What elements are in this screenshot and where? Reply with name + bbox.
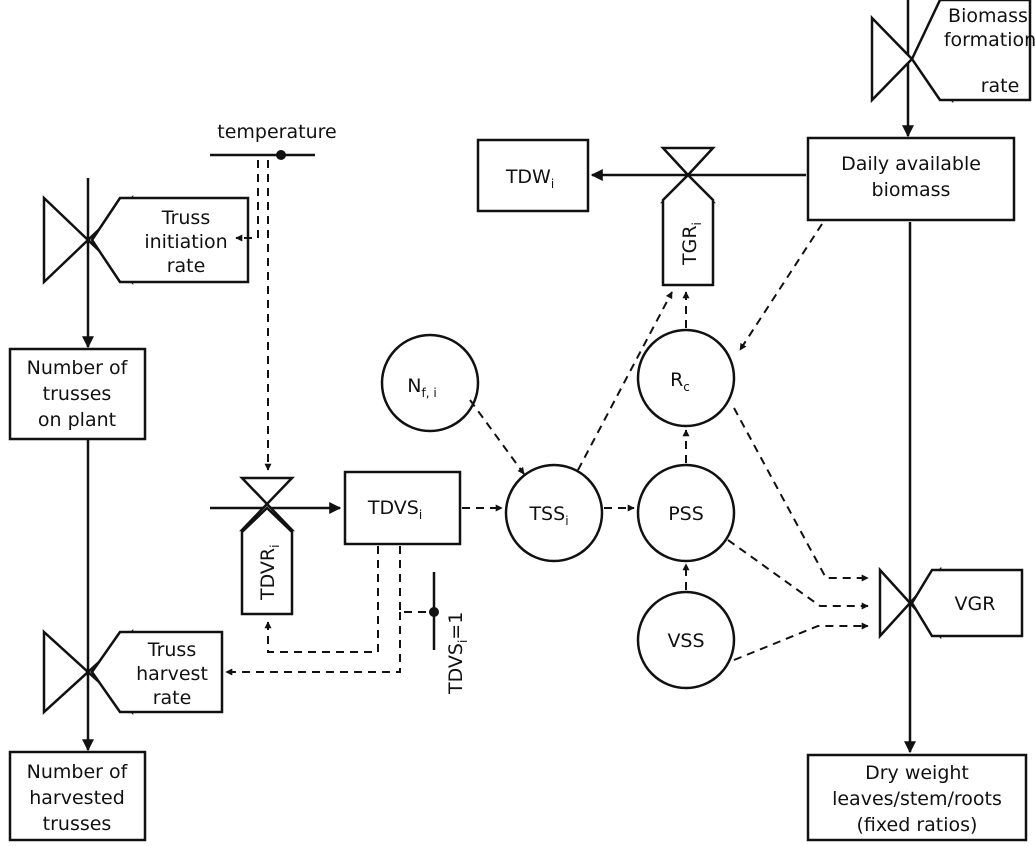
tdvs-text: TDVS [367, 497, 419, 519]
harvested-1: Number of [27, 761, 129, 783]
tss-circle: TSSi [504, 463, 604, 563]
truss-initiation-rate-valve: Truss initiation rate [42, 195, 250, 285]
temperature-label: temperature [217, 121, 336, 143]
trusses-on-plant-1: Number of [27, 357, 129, 379]
biomass-rate-2: formation [944, 29, 1035, 51]
tdw-text: TDW [505, 166, 551, 188]
tdvr-valve: TDVRi [239, 476, 295, 616]
tdvr-sub: i [268, 545, 282, 548]
truss-initiation-label-3: rate [167, 255, 206, 277]
vss-label: VSS [667, 630, 704, 652]
tdvs-to-harvest-dash [225, 612, 401, 676]
pss-to-vgr-dash [727, 539, 869, 610]
daily-available-biomass-box: Daily available biomass [806, 136, 1016, 222]
tdvs-cond-sub: i [456, 640, 470, 643]
tdvr-label: TDVRi [257, 545, 282, 601]
tss-sub: i [565, 514, 568, 528]
dry-weight-3: (fixed ratios) [857, 814, 978, 836]
number-of-trusses-box: Number of trusses on plant [8, 347, 147, 441]
tdvs-label: TDVSi [367, 497, 422, 522]
number-harvested-trusses-box: Number of harvested trusses [8, 750, 147, 842]
tdvs-threshold-dot [429, 607, 439, 617]
tdw-label: TDWi [505, 166, 554, 191]
tdvs-cond-text: TDVS [445, 643, 467, 695]
dry-weight-2: leaves/stem/roots [832, 788, 1002, 810]
rc-circle: Rc [636, 328, 736, 428]
tgr-sub: i [690, 222, 704, 225]
tgr-text: TGR [679, 225, 701, 266]
truss-harvest-label-3: rate [153, 687, 192, 709]
trusses-on-plant-3: on plant [38, 409, 116, 431]
tdw-box: TDWi [476, 138, 590, 213]
tdvs-to-switch-dash [399, 546, 428, 613]
rc-label: Rc [670, 369, 690, 394]
harvested-3: trusses [43, 813, 112, 835]
nfi-text: N [407, 375, 421, 397]
tss-text: TSS [528, 503, 565, 525]
vgr-label: VGR [955, 593, 996, 615]
trusses-on-plant-2: trusses [43, 383, 112, 405]
biomass-to-rc-dash [739, 223, 823, 351]
pss-label: PSS [668, 503, 704, 525]
nfi-circle: Nf, i [380, 333, 480, 433]
tdvs-threshold-label: TDVSi=1 [445, 612, 470, 695]
tss-label: TSSi [528, 503, 568, 528]
nfi-sub: f, i [422, 386, 437, 400]
truss-initiation-label-2: initiation [144, 231, 227, 253]
tgr-label: TGRi [679, 222, 704, 266]
nfi-to-tss-dash [469, 399, 525, 475]
truss-harvest-label-1: Truss [147, 639, 196, 661]
truss-harvest-label-2: harvest [136, 663, 208, 685]
truss-initiation-label-1: Truss [161, 207, 210, 229]
tss-to-tgr-dash [577, 291, 673, 471]
biomass-rate-3: rate [981, 75, 1020, 97]
daily-biomass-1: Daily available [841, 153, 981, 175]
tdw-sub: i [551, 177, 554, 191]
daily-biomass-2: biomass [872, 179, 951, 201]
tgr-valve: TGRi [660, 146, 716, 287]
rc-to-vgr-dash [733, 407, 869, 582]
tdvs-to-tdvr-dash [264, 546, 379, 653]
vgr-valve: VGR [878, 566, 1024, 640]
vss-to-vgr-dash [733, 622, 869, 661]
dry-weight-box: Dry weight leaves/stem/roots (fixed rati… [806, 753, 1028, 842]
truss-harvest-rate-valve: Truss harvest rate [42, 629, 224, 715]
harvested-2: harvested [29, 787, 125, 809]
biomass-formation-rate-valve: Biomass formation rate [870, 0, 1035, 104]
pss-circle: PSS [636, 463, 736, 563]
rc-text: R [670, 369, 683, 391]
rc-sub: c [683, 380, 690, 394]
nfi-label: Nf, i [407, 375, 436, 400]
tdvr-text: TDVR [257, 548, 279, 601]
tdvs-sub: i [419, 508, 422, 522]
dry-weight-1: Dry weight [865, 762, 969, 784]
temp-to-initiation-dash [235, 160, 259, 242]
biomass-rate-1: Biomass [948, 5, 1028, 27]
temperature-dot [276, 150, 286, 160]
vss-circle: VSS [636, 590, 736, 690]
tdvs-cond-rest: =1 [445, 612, 467, 640]
tdvs-box: TDVSi [343, 470, 462, 546]
